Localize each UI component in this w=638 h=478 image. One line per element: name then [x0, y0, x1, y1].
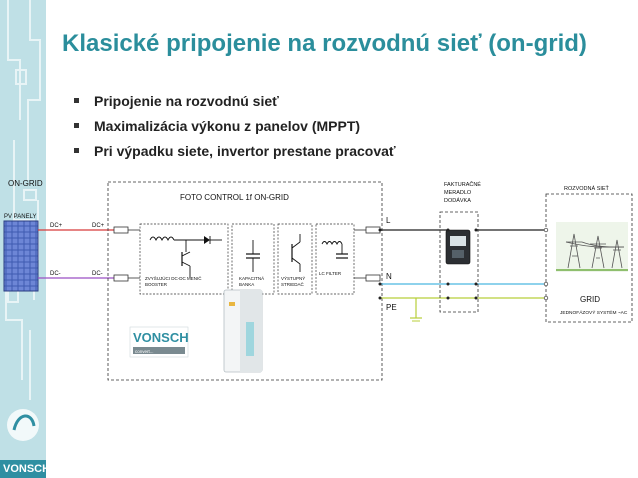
inverter-panel [246, 322, 254, 356]
output-inverter-block [277, 223, 313, 295]
dc-plus-left-label: DC+ [50, 223, 63, 229]
brand-tagline: convert... [135, 349, 154, 354]
bullet-item: Maximalizácia výkonu z panelov (MPPT) [70, 117, 396, 142]
bullet-item: Pripojenie na rozvodnú sieť [70, 92, 396, 117]
line-n-label: N [386, 272, 392, 281]
dc-plus-inner-label: DC+ [92, 223, 105, 229]
inverter-indicator [229, 302, 235, 306]
brand-logo-text: VONSCH [133, 330, 189, 345]
pv-panel-array [3, 220, 39, 292]
output-label-2: STRIEDAČ [281, 281, 305, 287]
bullet-text: Pri výpadku siete, invertor prestane pra… [94, 143, 396, 159]
booster-label-1: ZVYŠUJÚCI DC-DC MENIČ [145, 275, 202, 281]
booster-label-2: BOOSTER [145, 282, 168, 287]
bullet-text: Pripojenie na rozvodnú sieť [94, 93, 279, 109]
on-grid-diagram: ON-GRID PV PANELY DC+ DC- DC+ DC- FOTO C… [3, 179, 633, 381]
grid-sub-label: JEDNOFÁZOVÝ SYSTÉM ~AC [560, 309, 628, 316]
bullet-item: Pri výpadku siete, invertor prestane pra… [70, 142, 396, 167]
booster-block [139, 223, 229, 295]
dc-minus-fuse [113, 274, 129, 282]
grid-top-label: ROZVODNÁ SIEŤ [564, 184, 610, 192]
lc-label: LC FILTER [319, 271, 342, 276]
bullet-marker [74, 98, 79, 103]
bullet-text: Maximalizácia výkonu z panelov (MPPT) [94, 118, 361, 134]
ac-l-fuse [365, 226, 381, 234]
line-pe-label: PE [386, 303, 397, 312]
meter-label-2: MERADLO [444, 190, 472, 196]
slide-title: Klasické pripojenie na rozvodnú sieť (on… [62, 30, 587, 57]
bullet-marker [74, 123, 79, 128]
ac-n-fuse [365, 274, 381, 282]
dc-minus-left-label: DC- [50, 271, 61, 277]
inverter-title: FOTO CONTROL 1f ON-GRID [180, 193, 289, 202]
lc-inductor-symbol [321, 241, 343, 246]
meter-box [439, 211, 479, 313]
meter-display [450, 236, 466, 246]
bullet-marker [74, 148, 79, 153]
cap-label-2: BANKA [239, 282, 254, 287]
dc-minus-inner-label: DC- [92, 271, 103, 277]
dc-plus-fuse [113, 226, 129, 234]
grid-label: GRID [580, 295, 600, 304]
inductor-symbol [149, 236, 175, 242]
transmission-tower-icon [565, 233, 625, 269]
grid-box [545, 193, 633, 323]
energy-meter [445, 229, 471, 265]
on-grid-label: ON-GRID [8, 179, 43, 188]
side-logo: VONSCH [0, 460, 46, 478]
pv-panels-label: PV PANELY [4, 214, 36, 220]
line-l-label: L [386, 216, 391, 225]
inverter-box [107, 181, 383, 381]
meter-label-3: DODÁVKA [444, 197, 471, 204]
cap-label-1: KAPACITNÁ [239, 275, 264, 281]
brand-tagline-bar [133, 347, 185, 354]
lc-filter-block [315, 223, 355, 295]
bullet-list: Pripojenie na rozvodnú sieť Maximalizáci… [70, 92, 396, 167]
meter-label-1: FAKTURAČNÉ [444, 181, 481, 188]
diode-symbol [204, 236, 210, 244]
output-label-1: VÝSTUPNÝ [281, 275, 305, 281]
